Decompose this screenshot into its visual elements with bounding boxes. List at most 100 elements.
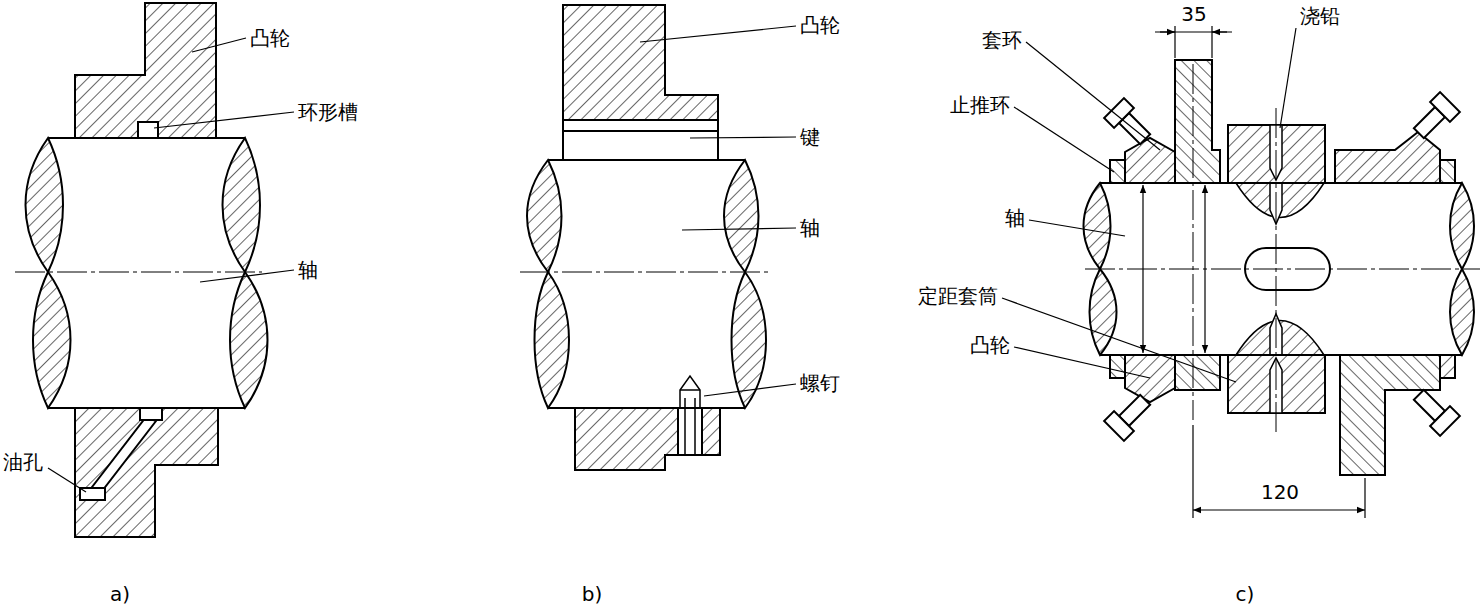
shaft-b [527,160,766,408]
leader-lines-c-part [1014,347,1150,378]
set-screws-c-part-part [1104,411,1134,441]
shaft-c-part [1450,269,1474,355]
shaft-c-part [1450,183,1474,269]
leader-lines-a-part [154,112,294,128]
shaft-c-part [1084,183,1111,269]
leader-lines-a [48,38,294,492]
subfigure-label: a) [110,582,130,606]
cam-a-part [75,3,216,138]
set-screws-c-part [1409,385,1460,436]
shaft-a-part [26,138,64,272]
dimension-value: 120 [1261,480,1299,504]
shaft-b-part [535,272,570,408]
part-name: 轴 [1005,206,1025,230]
set-screws-c-part [1409,92,1460,143]
part-name: 环形槽 [298,100,358,124]
cam-b [563,5,720,470]
center-lines-c-part [1276,108,1277,432]
part-name: 套环 [982,28,1022,52]
leader-lines-c-part [1002,298,1236,382]
leader-lines-c-part [1280,28,1296,128]
dimension-value: 35 [1181,2,1206,26]
part-name: 凸轮 [250,26,290,50]
shaft-a-part [223,138,261,272]
screw-b [680,376,700,455]
part-name: 键 [800,125,820,149]
center-line-a [15,272,262,273]
right-collar-c-part [1440,355,1455,378]
set-screws-c-part-part [1104,98,1134,128]
right-collar-c-part [1335,132,1440,183]
part-name: 轴 [298,258,318,282]
dimension-lines-c-part [1211,26,1212,58]
part-name: 油孔 [3,450,43,474]
dimension-lines-c-part [1160,31,1175,32]
center-line-b [520,272,770,273]
part-name: 止推环 [950,93,1010,117]
shaft-a [26,138,268,408]
leader-lines-b-part [640,26,796,42]
cam-b-part [563,120,718,160]
cam-a-part [75,408,218,537]
leader-lines-a-part [200,270,294,282]
left-collar-c-part [1125,355,1175,402]
screw-b-part [680,389,700,391]
leader-lines-b-part [704,384,796,396]
screw-b-part [680,376,700,408]
set-screws-c-part-part [1430,406,1460,436]
cam-b-part [563,130,718,132]
cam-a [75,3,218,537]
subfigure-label: c) [1236,582,1255,606]
set-screws-c-part [1104,390,1155,441]
cam-a-part [138,122,158,138]
leader-lines-c-part [1026,42,1160,150]
dimension-lines-c [1143,26,1365,518]
dimension-lines-c-part [1212,31,1227,32]
screw-b-part [684,398,686,455]
leader-lines-c-part [1029,220,1125,236]
shaft-a-part [33,272,71,408]
left-collar-c-part [1125,138,1175,183]
cam-b-part [563,5,718,120]
shaft-b-part [527,160,562,272]
cam-a-part [140,408,162,420]
part-name: 螺钉 [800,371,840,395]
part-name: 凸轮 [800,13,840,37]
subfigure-label: b) [582,582,603,606]
cam-b-part [678,408,702,455]
cam-b-part [575,408,720,470]
leader-lines-a-part [192,38,246,52]
leader-lines-b-part [690,137,796,138]
shaft-b-part [724,160,759,272]
cam-a-part [80,488,105,500]
dimension-lines-c-part [1142,185,1143,353]
dimension-lines-c-part [1155,31,1232,32]
part-name: 浇铅 [1300,4,1340,28]
shaft-c-part [1090,269,1117,355]
part-name: 定距套筒 [918,284,998,308]
set-screws-c-part [1104,98,1155,149]
dimension-lines-c-part [1192,425,1193,518]
shaft-b-part [732,272,767,408]
left-collar-c-part [1110,355,1125,378]
cam-a-part [89,417,156,495]
dimension-lines-c-part [1193,509,1365,510]
center-lines-c-part [1085,269,1480,270]
leader-lines-b [640,26,796,396]
left-collar-c-part [1175,355,1220,390]
dimension-lines-c-part [1204,185,1205,353]
set-screws-c-part-part [1430,92,1460,122]
dimension-lines-c-part [1364,478,1365,518]
screw-b-part [694,398,696,455]
right-collar-c-part [1340,355,1440,475]
leader-lines-c [1002,28,1296,382]
left-collar-c-part [1175,60,1220,183]
leader-lines-c-part [1014,107,1114,172]
leader-lines-a-part [48,468,86,492]
part-name: 轴 [800,216,820,240]
set-screws-c [1104,92,1460,441]
shaft-a-part [230,272,268,408]
